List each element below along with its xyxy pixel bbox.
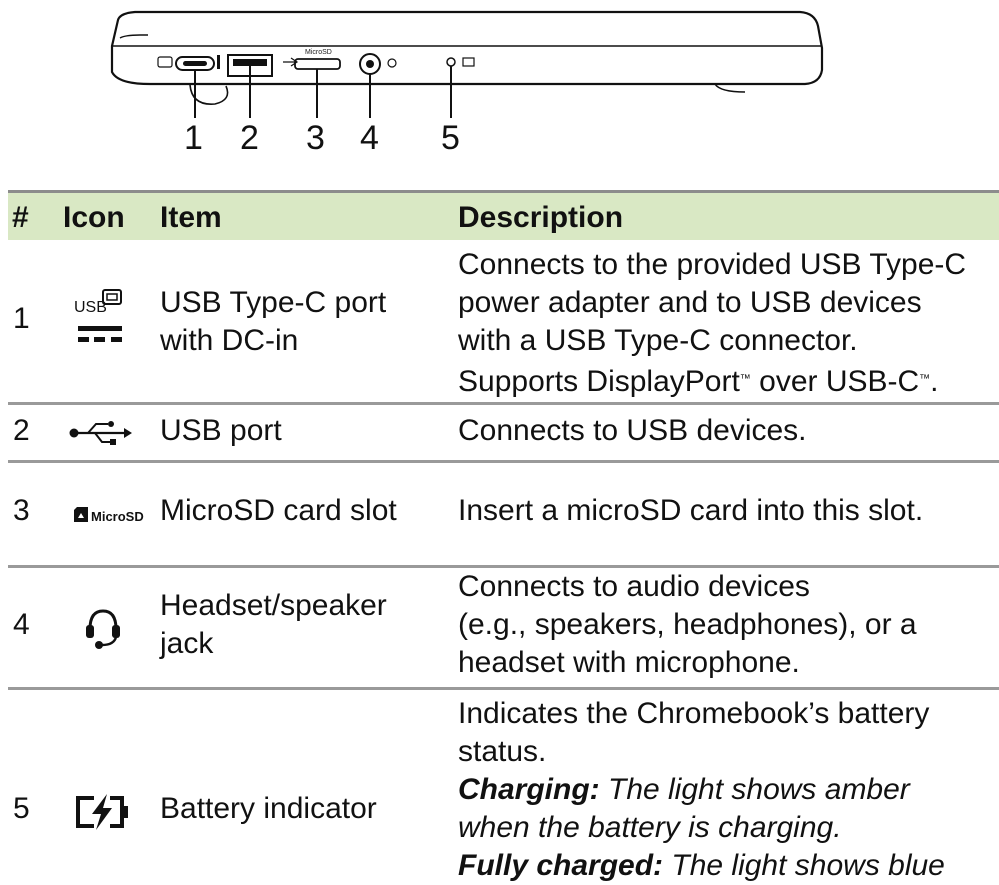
table-row: 5 Battery indicator Indicates the Chrome… (8, 687, 999, 885)
callout-5: 5 (441, 119, 460, 157)
headset-icon (86, 609, 120, 649)
row-number: 5 (13, 792, 30, 825)
usb-c-dc-in-icon: USB (74, 289, 122, 342)
row-item: Battery indicator (160, 792, 377, 825)
callout-2: 2 (240, 119, 259, 157)
table-row: 4 Headset/speaker jack Connects to audio… (8, 565, 999, 687)
microsd-icon: MicroSD (74, 507, 144, 524)
row-number: 4 (13, 608, 30, 641)
row-number: 3 (13, 494, 30, 527)
charging-label: Charging: (458, 773, 600, 806)
callout-3: 3 (306, 119, 325, 157)
header-description: Description (458, 201, 624, 234)
header-num: # (12, 201, 29, 234)
callout-4: 4 (360, 119, 379, 157)
row-description: Insert a microSD card into this slot. (458, 494, 924, 527)
row-number: 2 (13, 414, 30, 447)
row-item: MicroSD card slot (160, 494, 397, 527)
battery-charging-icon (76, 794, 128, 830)
row-description: Connects to audio devices (e.g., speaker… (458, 570, 917, 679)
table-row: 3 MicroSD MicroSD card slot Insert a mic… (8, 460, 999, 565)
microsd-icon-text: MicroSD (91, 509, 144, 524)
laptop-body (110, 10, 824, 105)
callout-1: 1 (184, 119, 203, 157)
table-header-row: # Icon Item Description (8, 190, 999, 240)
laptop-side-view-illustration: MicroSD 1 2 3 4 5 (110, 10, 824, 157)
header-item: Item (160, 201, 222, 234)
row-item: USB Type-C port with DC-in (160, 286, 387, 357)
fully-charged-label: Fully charged: (458, 849, 664, 882)
row-item: Headset/speaker jack (160, 589, 387, 660)
row-item: USB port (160, 414, 282, 447)
row-number: 1 (13, 302, 30, 335)
microsd-tiny-label: MicroSD (305, 49, 332, 56)
header-icon: Icon (63, 201, 125, 234)
table-row: 1 USB USB Type-C port with DC-in Connect… (8, 240, 999, 398)
row-description: Connects to USB devices. (458, 414, 807, 447)
callout-leader-lines (194, 66, 452, 118)
usb-icon-text: USB (74, 299, 107, 316)
table-row: 2 USB port Connects to USB devices. (8, 402, 999, 460)
row-description: Connects to the provided USB Type-C powe… (458, 248, 967, 398)
usb-icon (69, 421, 132, 445)
row-description: Indicates the Chromebook’s battery statu… (458, 697, 945, 882)
